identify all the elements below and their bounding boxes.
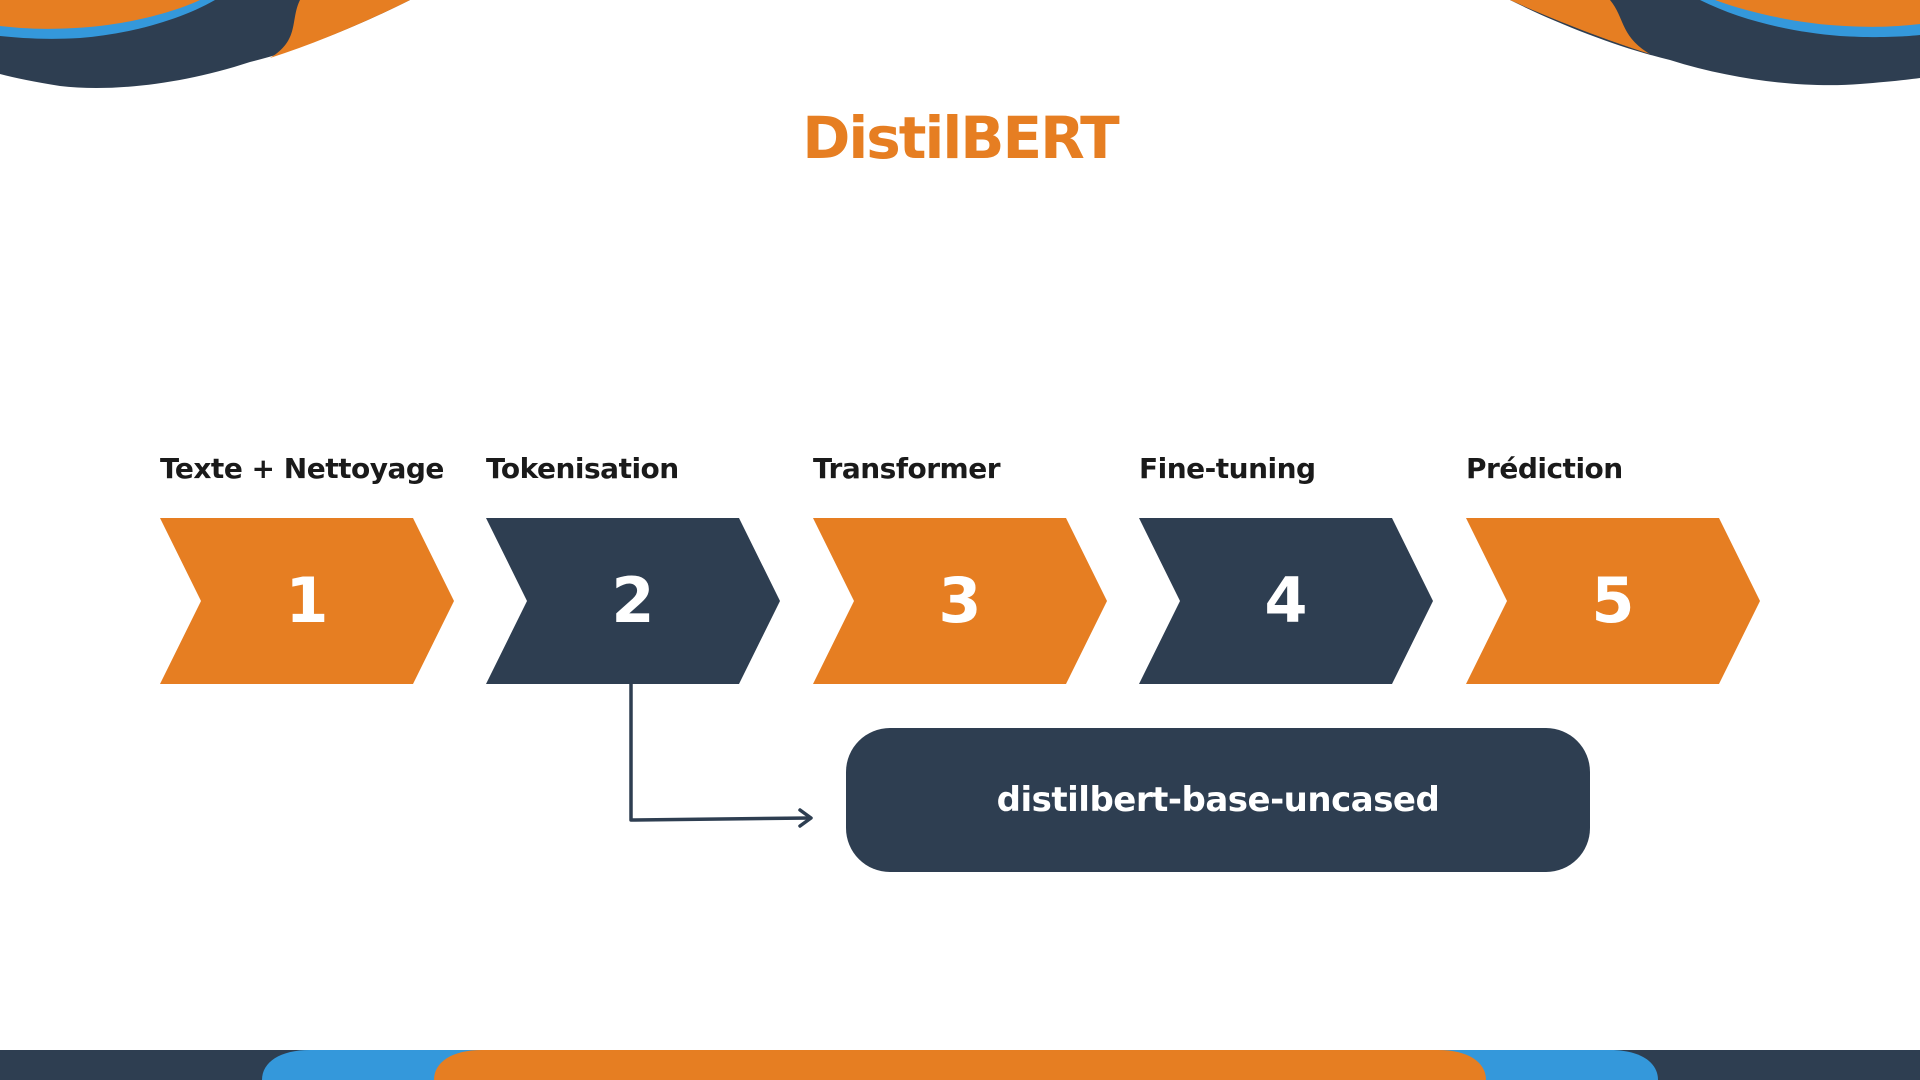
chevron-shape-2	[486, 518, 780, 684]
step-label-4: Fine-tuning	[1139, 452, 1316, 485]
model-name-box: distilbert-base-uncased	[846, 728, 1590, 872]
step-label-1: Texte + Nettoyage	[160, 452, 444, 485]
step-chevron-2: 2	[486, 518, 780, 684]
wave-decoration-top-right	[1510, 0, 1920, 86]
step-chevron-5: 5	[1466, 518, 1760, 684]
step-label-2: Tokenisation	[486, 452, 679, 485]
step-label-5: Prédiction	[1466, 452, 1623, 485]
chevron-shape-4	[1139, 518, 1433, 684]
chevron-shape-1	[160, 518, 454, 684]
chevron-shape-3	[813, 518, 1107, 684]
step-number-1: 1	[285, 564, 329, 637]
step-chevron-1: 1	[160, 518, 454, 684]
arrow-right-icon	[798, 808, 813, 828]
step-chevron-3: 3	[813, 518, 1107, 684]
step-number-3: 3	[938, 564, 982, 637]
step-chevron-4: 4	[1139, 518, 1433, 684]
wave-decoration-bottom	[0, 1050, 1920, 1080]
step-number-2: 2	[611, 564, 655, 637]
chevron-shape-5	[1466, 518, 1760, 684]
step-number-4: 4	[1264, 564, 1308, 637]
step-number-5: 5	[1591, 564, 1635, 637]
step-label-3: Transformer	[813, 452, 1001, 485]
wave-decoration-top-left	[0, 0, 410, 89]
slide-title: DistilBERT	[802, 104, 1119, 172]
connector-line	[629, 682, 812, 822]
